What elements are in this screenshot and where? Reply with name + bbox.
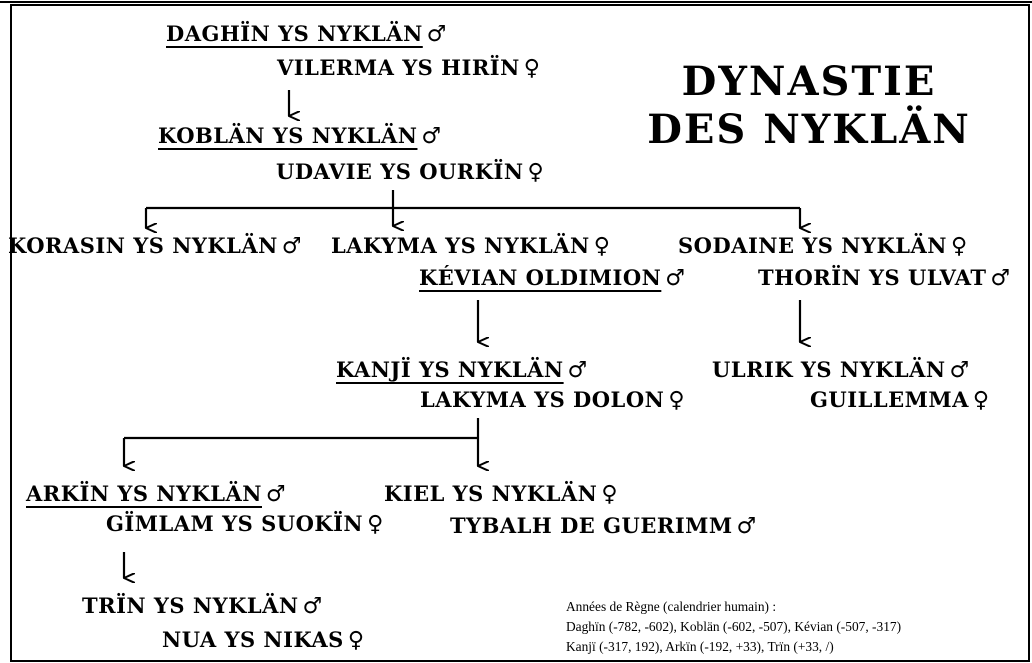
reign-line-2: Kanjï (-317, 192), Arkïn (-192, +33), Tr… <box>566 639 834 654</box>
person-nua: NUA YS NIKAS♀ <box>162 628 364 653</box>
person-name: LAKYMA YS DOLON <box>420 387 665 412</box>
person-tybalh: TYBALH DE GUERIMM♂ <box>450 514 757 539</box>
person-name: GUILLEMMA <box>810 387 969 412</box>
person-gimlam: GÏMLAM YS SUOKÏN♀ <box>106 512 384 537</box>
person-name: KÉVIAN OLDIMION <box>419 265 662 290</box>
diagram-title: DYNASTIE DES NYKLÄN <box>644 58 974 154</box>
male-symbol: ♂ <box>426 22 448 47</box>
person-daghin: DAGHÏN YS NYKLÄN♂ <box>166 22 447 47</box>
person-lakyma-dolon: LAKYMA YS DOLON♀ <box>420 388 685 413</box>
male-symbol: ♂ <box>266 482 287 507</box>
female-symbol: ♀ <box>668 388 685 413</box>
female-symbol: ♀ <box>527 160 545 185</box>
person-name: VILERMA YS HIRÏN <box>277 55 520 80</box>
person-kanji: KANJÏ YS NYKLÄN♂ <box>336 358 588 383</box>
person-lakyma: LAKYMA YS NYKLÄN♀ <box>331 234 610 259</box>
female-symbol: ♀ <box>972 388 990 413</box>
male-symbol: ♂ <box>990 266 1011 291</box>
male-symbol: ♂ <box>281 234 303 259</box>
person-trin: TRÏN YS NYKLÄN♂ <box>82 594 323 619</box>
person-name: ULRIK YS NYKLÄN <box>712 357 946 382</box>
title-line-2: DES NYKLÄN <box>647 106 971 153</box>
person-name: KORASIN YS NYKLÄN <box>8 233 278 258</box>
male-symbol: ♂ <box>665 266 686 291</box>
female-symbol: ♀ <box>367 512 384 537</box>
person-name: GÏMLAM YS SUOKÏN <box>106 511 364 536</box>
person-thorin: THORÏN YS ULVAT♂ <box>758 266 1011 291</box>
female-symbol: ♀ <box>523 56 541 81</box>
person-name: DAGHÏN YS NYKLÄN <box>166 21 423 46</box>
female-symbol: ♀ <box>593 234 611 259</box>
male-symbol: ♂ <box>421 124 442 149</box>
person-name: LAKYMA YS NYKLÄN <box>331 233 590 258</box>
person-vilerma: VILERMA YS HIRÏN♀ <box>277 56 540 81</box>
person-kiel: KIEL YS NYKLÄN♀ <box>384 482 618 507</box>
person-name: KANJÏ YS NYKLÄN <box>336 357 564 382</box>
person-name: KIEL YS NYKLÄN <box>384 481 598 506</box>
person-name: TRÏN YS NYKLÄN <box>82 593 299 618</box>
person-koblan: KOBLÄN YS NYKLÄN♂ <box>158 124 442 149</box>
person-name: SODAINE YS NYKLÄN <box>678 233 947 258</box>
person-name: KOBLÄN YS NYKLÄN <box>158 123 418 148</box>
male-symbol: ♂ <box>567 358 588 383</box>
person-name: ARKÏN YS NYKLÄN <box>26 481 262 506</box>
person-korasin: KORASIN YS NYKLÄN♂ <box>8 234 302 259</box>
person-name: NUA YS NIKAS <box>162 627 344 652</box>
reign-line-1: Daghïn (-782, -602), Koblän (-602, -507)… <box>566 619 902 634</box>
person-name: THORÏN YS ULVAT <box>758 265 987 290</box>
male-symbol: ♂ <box>949 358 970 383</box>
female-symbol: ♀ <box>950 234 968 259</box>
person-kevian: KÉVIAN OLDIMION♂ <box>419 266 686 291</box>
person-guillemma: GUILLEMMA♀ <box>810 388 990 413</box>
page-border <box>10 4 1030 662</box>
person-name: TYBALH DE GUERIMM <box>450 513 733 538</box>
female-symbol: ♀ <box>347 628 365 653</box>
reign-dates: Années de Règne (calendrier humain) : Da… <box>566 597 1028 657</box>
title-line-1: DYNASTIE <box>681 58 937 105</box>
female-symbol: ♀ <box>601 482 618 507</box>
person-sodaine: SODAINE YS NYKLÄN♀ <box>678 234 968 259</box>
male-symbol: ♂ <box>302 594 323 619</box>
reign-heading: Années de Règne (calendrier humain) : <box>566 599 777 614</box>
person-arkin: ARKÏN YS NYKLÄN♂ <box>26 482 286 507</box>
person-udavie: UDAVIE YS OURKÏN♀ <box>276 160 544 185</box>
person-name: UDAVIE YS OURKÏN <box>276 159 524 184</box>
person-ulrik: ULRIK YS NYKLÄN♂ <box>712 358 970 383</box>
male-symbol: ♂ <box>736 514 757 539</box>
